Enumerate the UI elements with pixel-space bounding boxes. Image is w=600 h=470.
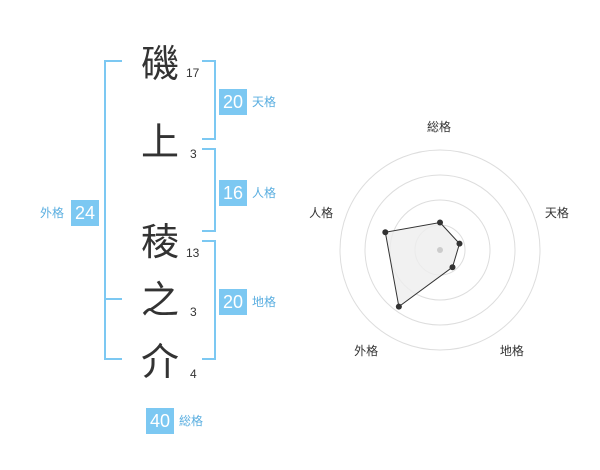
soukaku-label: 総格 [179,414,204,428]
tenkaku-badge: 20 [219,89,247,115]
stroke-count-5: 4 [190,367,197,381]
name-character-1: 磯 [140,42,179,86]
gaikaku-label: 外格 [40,206,65,220]
name-character-2: 上 [140,120,179,164]
radar-point-1 [437,219,443,226]
radar-axis-label-4: 外格 [354,344,379,359]
radar-polygon [384,221,461,308]
name-character-5: 介 [140,340,179,384]
soukaku-badge: 40 [146,408,174,434]
radar-point-4 [395,303,402,310]
radar-point-3 [449,264,456,271]
radar-axis-label-1: 総格 [427,120,452,134]
stroke-count-4: 3 [190,305,197,319]
radar-point-2 [456,240,463,247]
radar-axis-label-2: 天格 [544,205,569,220]
stroke-count-1: 17 [186,66,200,80]
jinkaku-badge: 16 [219,180,247,206]
radar-axis-label-3: 地格 [499,344,524,359]
radar-ring-3 [364,174,516,326]
radar-axis-label-5: 人格 [309,205,334,220]
radar-center-dot [437,247,443,253]
gaikaku-badge: 24 [71,200,99,226]
name-character-4: 之 [140,278,179,322]
name-character-3: 稜 [140,220,179,264]
stroke-count-2: 3 [190,147,197,161]
stroke-count-3: 13 [186,246,200,260]
tenkaku-label: 天格 [252,95,277,109]
jinkaku-label: 人格 [252,186,277,200]
radar-point-5 [382,229,389,236]
chikaku-label: 地格 [252,295,277,309]
radar-ring-4 [339,149,541,351]
chikaku-badge: 20 [219,289,247,315]
